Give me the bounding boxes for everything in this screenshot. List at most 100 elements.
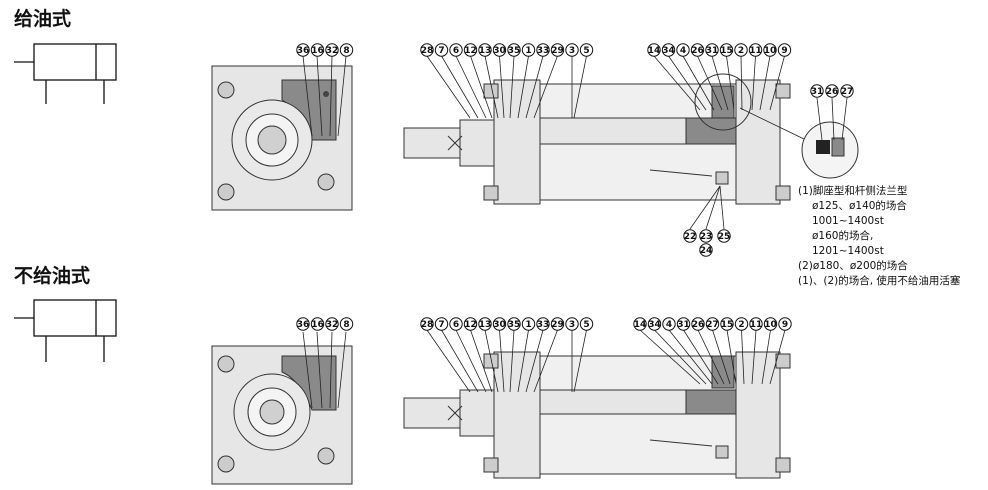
balloon-s2-right-14-0: 14: [634, 320, 647, 330]
balloon-s2-right-11-8: 11: [750, 320, 763, 330]
balloon-s1-left-5-11-circle: [579, 43, 594, 57]
balloon-s2-end-32-2: 32: [326, 320, 339, 330]
balloon-s1-bottom-1-circle: [699, 229, 713, 243]
balloon-s1-end-16-1-circle: [310, 43, 325, 57]
s1-left-leader-0: [426, 55, 471, 119]
balloon-s2-left-29-9-circle: [550, 317, 565, 331]
balloon-s2-end-32-2-circle: [325, 317, 339, 331]
balloon-s1-right-4-2: 4: [680, 46, 686, 56]
balloon-s1-left-33-8-circle: [536, 43, 550, 57]
balloon-s2-right-26-4: 26: [692, 320, 705, 330]
balloon-s2-right-27-5-circle: [705, 317, 720, 331]
balloon-s2-end-8-3: 8: [343, 320, 349, 330]
s2-right-leader-0: [639, 329, 701, 385]
balloon-s2-left-28-0: 28: [421, 320, 434, 330]
side-view-non-lubricated: [403, 351, 791, 479]
balloon-s1-bottom-0-circle: [683, 229, 697, 243]
side-view-lubricated: [403, 73, 807, 205]
balloon-s2-left-28-0-circle: [420, 317, 434, 331]
balloon-s1-end-8-3-circle: [339, 43, 354, 57]
s1-left-leader-4: [484, 55, 499, 119]
balloon-detail-31-0-circle: [810, 84, 824, 98]
s1-right-leader-2: [682, 55, 715, 111]
balloon-s1-right-10-8: 10: [764, 46, 777, 56]
balloon-s2-left-13-4-circle: [478, 317, 492, 331]
balloon-s2-left-3-10-circle: [565, 317, 579, 331]
section-title-lubricated: 给油式: [14, 7, 71, 30]
balloon-s1-left-1-7: 1: [525, 46, 531, 56]
s1-right-leader-3: [697, 55, 723, 111]
s1-left-leader-2: [455, 55, 487, 119]
balloon-s2-end-16-1-circle: [310, 317, 325, 331]
balloon-s1-left-29-9: 29: [551, 46, 564, 56]
balloon-s1-left-13-4: 13: [479, 46, 492, 56]
balloon-s2-left-1-7-circle: [521, 317, 536, 331]
s2-right-leader-7: [741, 329, 745, 385]
s1-right-leader-6: [740, 55, 743, 111]
balloon-s1-right-15-5-circle: [719, 43, 734, 57]
balloon-s1-right-14-0: 14: [648, 46, 661, 56]
balloon-s1-end-16-1: 16: [311, 46, 324, 56]
balloon-s2-left-12-3-circle: [463, 317, 478, 331]
s1-right-leader-4: [711, 55, 729, 111]
balloon-s1-end-36-0-circle: [296, 43, 310, 57]
balloon-detail-26-1: 26: [826, 87, 839, 97]
balloon-s2-right-4-2: 4: [666, 320, 672, 330]
balloon-s1-right-15-5: 15: [720, 46, 733, 56]
end-view-lubricated: [211, 55, 353, 211]
s2-left-leader-9: [533, 329, 558, 393]
s1-left-leader-1: [441, 55, 479, 119]
balloon-s2-right-26-4-circle: [691, 317, 705, 331]
balloon-s2-right-15-6-circle: [720, 317, 734, 331]
balloon-s1-left-13-4-circle: [478, 43, 492, 57]
balloon-s2-end-8-3-circle: [339, 317, 354, 331]
balloon-s2-left-30-5-circle: [492, 317, 507, 331]
balloon-s2-end-16-1: 16: [311, 320, 324, 330]
balloon-s2-right-31-3: 31: [677, 320, 690, 330]
balloon-s2-left-7-1: 7: [438, 320, 444, 330]
balloon-s2-right-34-1-circle: [647, 317, 662, 331]
end-view-non-lubricated: [211, 331, 353, 485]
balloon-s2-left-30-5: 30: [493, 320, 506, 330]
s2-right-leader-10: [769, 329, 786, 385]
s2-right-leader-5: [712, 329, 731, 385]
balloon-s2-right-10-9-circle: [763, 317, 778, 331]
balloon-s2-right-9-10: 9: [782, 320, 788, 330]
detail-callout: [801, 97, 859, 179]
balloon-s2-left-13-4: 13: [479, 320, 492, 330]
balloon-s1-right-34-1-circle: [661, 43, 676, 57]
note-line-3: 1001~1400st: [812, 215, 884, 227]
notes-block: (1)脚座型和杆侧法兰型 ø125、ø140的场合 1001~1400st ø1…: [798, 184, 961, 287]
balloon-s1-left-7-1-circle: [434, 43, 449, 57]
leader-line: [719, 185, 725, 230]
balloon-s2-right-2-7: 2: [738, 320, 744, 330]
balloon-s2-left-3-10: 3: [569, 320, 575, 330]
leader-line: [705, 185, 721, 230]
balloon-s2-left-29-9: 29: [551, 320, 564, 330]
balloon-s1-right-26-3-circle: [690, 43, 705, 57]
balloon-s2-right-4-2-circle: [662, 317, 676, 331]
balloon-s1-left-7-1: 7: [438, 46, 444, 56]
balloon-s1-left-3-10-circle: [565, 43, 579, 57]
balloon-s1-right-9-9-circle: [777, 43, 792, 57]
s2-right-leader-1: [654, 329, 707, 385]
balloon-s1-left-12-3-circle: [463, 43, 478, 57]
balloon-s2-right-2-7-circle: [734, 317, 749, 331]
s1-right-leader-7: [751, 55, 756, 111]
balloon-s2-left-1-7: 1: [525, 320, 531, 330]
balloon-s1-right-34-1: 34: [662, 46, 675, 56]
balloon-s1-left-29-9-circle: [550, 43, 565, 57]
s1-right-leader-1: [668, 55, 707, 111]
s2-right-leader-9: [761, 329, 771, 385]
balloon-s2-right-15-6: 15: [721, 320, 734, 330]
balloon-s1-right-31-4: 31: [706, 46, 719, 56]
balloon-s1-end-32-2: 32: [326, 46, 339, 56]
balloon-s1-left-35-6-circle: [507, 43, 521, 57]
s2-left-leader-0: [426, 329, 471, 393]
balloon-s1-left-33-8: 33: [537, 46, 550, 56]
balloon-s1-left-30-5: 30: [493, 46, 506, 56]
balloon-s1-bottom-1: 23: [700, 232, 713, 242]
balloon-s2-right-27-5: 27: [706, 320, 719, 330]
